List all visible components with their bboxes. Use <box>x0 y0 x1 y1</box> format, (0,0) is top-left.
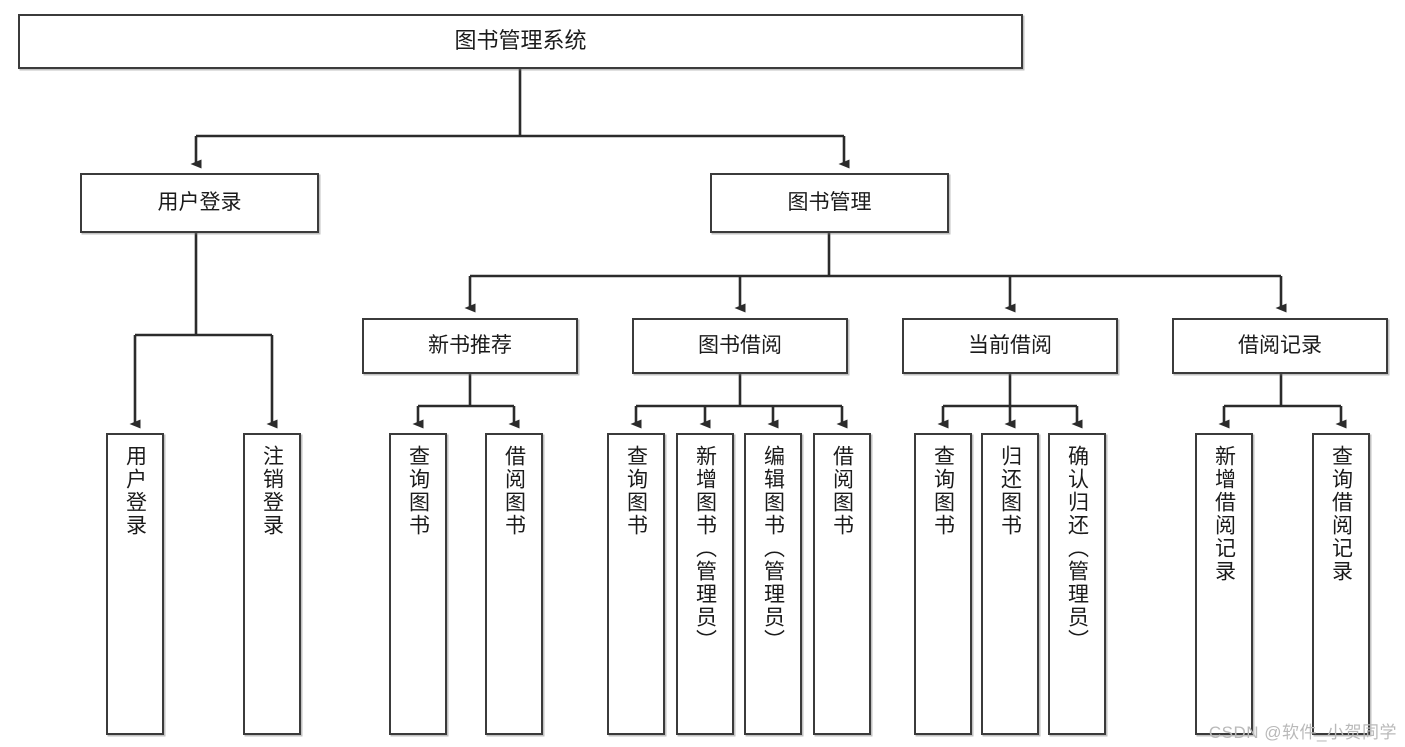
node-label: 查询图书 <box>931 445 955 537</box>
leaf-confirm-return[interactable]: 确认归还（管理员） <box>1048 433 1106 735</box>
node-user-login[interactable]: 用户登录 <box>80 173 319 233</box>
node-label: 借阅图书 <box>830 445 854 537</box>
leaf-borrow-book-1[interactable]: 借阅图书 <box>485 433 543 735</box>
node-label: 图书管理 <box>787 191 872 215</box>
leaf-add-book[interactable]: 新增图书（管理员） <box>676 433 734 735</box>
leaf-return-book[interactable]: 归还图书 <box>981 433 1039 735</box>
csdn-watermark: CSDN @软件_小贺同学 <box>1208 723 1397 742</box>
leaf-logout[interactable]: 注销登录 <box>243 433 301 735</box>
node-label: 确认归还（管理员） <box>1065 445 1089 652</box>
node-book-management[interactable]: 图书管理 <box>710 173 949 233</box>
leaf-user-login[interactable]: 用户登录 <box>106 433 164 735</box>
node-new-book-recommend[interactable]: 新书推荐 <box>362 318 578 374</box>
node-label: 查询图书 <box>624 445 648 537</box>
leaf-query-book-3[interactable]: 查询图书 <box>914 433 972 735</box>
node-current-borrow[interactable]: 当前借阅 <box>902 318 1118 374</box>
node-label: 图书借阅 <box>698 334 782 358</box>
node-book-borrow[interactable]: 图书借阅 <box>632 318 848 374</box>
node-label: 归还图书 <box>998 445 1022 537</box>
node-label: 注销登录 <box>260 445 284 537</box>
node-label: 查询借阅记录 <box>1329 445 1353 583</box>
node-label: 编辑图书（管理员） <box>761 445 785 652</box>
node-label: 新书推荐 <box>428 334 512 358</box>
leaf-query-book-1[interactable]: 查询图书 <box>389 433 447 735</box>
leaf-borrow-book-2[interactable]: 借阅图书 <box>813 433 871 735</box>
node-label: 用户登录 <box>123 445 147 537</box>
leaf-query-record[interactable]: 查询借阅记录 <box>1312 433 1370 735</box>
node-label: 图书管理系统 <box>454 28 587 54</box>
node-label: 用户登录 <box>157 191 242 215</box>
leaf-add-record[interactable]: 新增借阅记录 <box>1195 433 1253 735</box>
leaf-query-book-2[interactable]: 查询图书 <box>607 433 665 735</box>
node-root-book-management-system[interactable]: 图书管理系统 <box>18 14 1023 69</box>
node-label: 当前借阅 <box>968 334 1052 358</box>
node-borrow-record[interactable]: 借阅记录 <box>1172 318 1388 374</box>
node-label: 新增借阅记录 <box>1212 445 1236 583</box>
node-label: 借阅记录 <box>1238 334 1322 358</box>
node-label: 新增图书（管理员） <box>693 445 717 652</box>
leaf-edit-book[interactable]: 编辑图书（管理员） <box>744 433 802 735</box>
node-label: 借阅图书 <box>502 445 526 537</box>
node-label: 查询图书 <box>406 445 430 537</box>
